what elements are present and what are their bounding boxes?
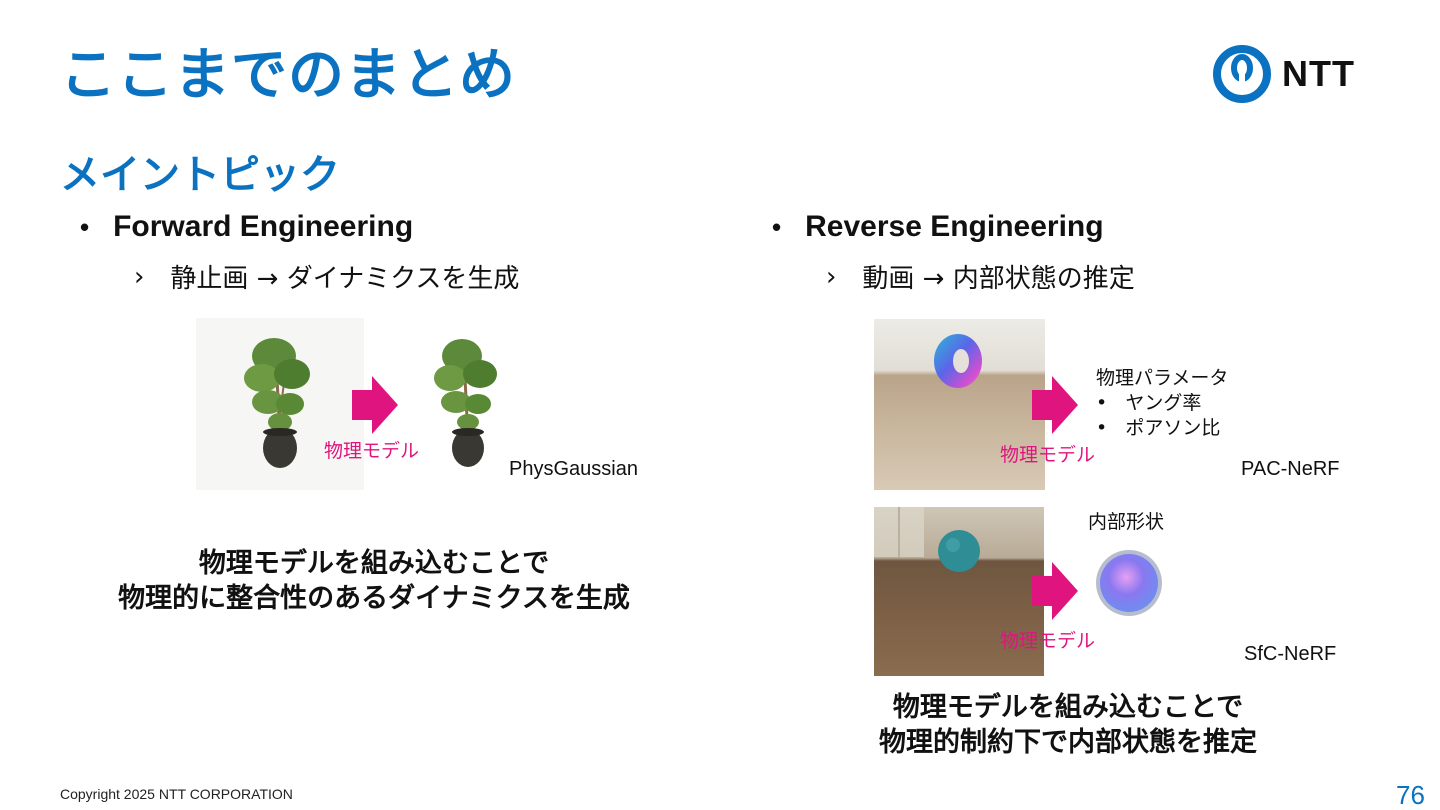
caption-pac-nerf: PAC-NeRF [1241, 458, 1340, 480]
arrow-label-physics-model: 物理モデル [324, 440, 420, 462]
physics-parameter-list: 物理パラメータ • ヤング率 • ポアソン比 [1096, 366, 1228, 441]
right-summary-line2: 物理的制約下で内部状態を推定 [879, 727, 1257, 758]
internal-shape-label: 内部形状 [1088, 511, 1165, 533]
bullet-dot: • [772, 211, 782, 242]
sub-forward: › 静止画 → ダイナミクスを生成 [134, 258, 519, 295]
param-item-label: ポアソン比 [1125, 417, 1221, 439]
arrow-label-physics-model: 物理モデル [1000, 444, 1096, 466]
left-summary-line1: 物理モデルを組み込むことで [198, 548, 550, 579]
caption-physgaussian: PhysGaussian [509, 458, 638, 480]
internal-shape-icon [1096, 550, 1162, 616]
sphere-object [874, 507, 980, 572]
right-summary-line1: 物理モデルを組み込むことで [892, 692, 1244, 723]
chevron-right-icon: › [826, 261, 837, 292]
sub-reverse-label: 動画 → 内部状態の推定 [862, 264, 1135, 294]
param-item: • ポアソン比 [1096, 417, 1221, 439]
plant-illustration [244, 338, 310, 468]
slide-title: ここまでのまとめ [60, 43, 516, 108]
section-subtitle: メイントピック [60, 152, 340, 198]
bullet-reverse: • Reverse Engineering [772, 210, 1104, 244]
pac-nerf-video-frame [874, 319, 1045, 490]
chevron-right-icon: › [134, 261, 145, 292]
ntt-logo-text: NTT [1282, 53, 1355, 94]
left-summary-line2: 物理的に整合性のあるダイナミクスを生成 [118, 583, 630, 614]
arrow-right-icon [1032, 562, 1078, 620]
bullet-reverse-label: Reverse Engineering [805, 210, 1104, 243]
ntt-logo: NTT [1212, 44, 1372, 104]
right-summary: 物理モデルを組み込むことで 物理的制約下で内部状態を推定 [840, 690, 1296, 760]
arrow-right-icon [352, 376, 398, 434]
bullet-dot: • [80, 211, 90, 242]
torus-object [934, 334, 982, 388]
arrow-label-physics-model: 物理モデル [1000, 630, 1096, 652]
sub-reverse: › 動画 → 内部状態の推定 [826, 258, 1135, 295]
sub-forward-label: 静止画 → ダイナミクスを生成 [170, 264, 520, 294]
param-item-label: ヤング率 [1125, 392, 1202, 414]
ntt-logo-icon [1213, 45, 1271, 103]
caption-sfc-nerf: SfC-NeRF [1244, 643, 1337, 665]
arrow-right-icon [1032, 376, 1078, 434]
plant-illustration [434, 339, 497, 467]
left-summary: 物理モデルを組み込むことで 物理的に整合性のあるダイナミクスを生成 [100, 546, 648, 616]
sfc-nerf-video-frame [874, 507, 1044, 676]
bullet-forward-label: Forward Engineering [113, 210, 414, 243]
param-item: • ヤング率 [1096, 392, 1202, 414]
plant-image-before [196, 318, 364, 490]
page-number: 76 [1396, 780, 1425, 810]
copyright: Copyright 2025 NTT CORPORATION [60, 786, 293, 802]
plant-image-after [420, 318, 516, 490]
param-title: 物理パラメータ [1096, 367, 1229, 389]
bullet-forward: • Forward Engineering [80, 210, 413, 244]
